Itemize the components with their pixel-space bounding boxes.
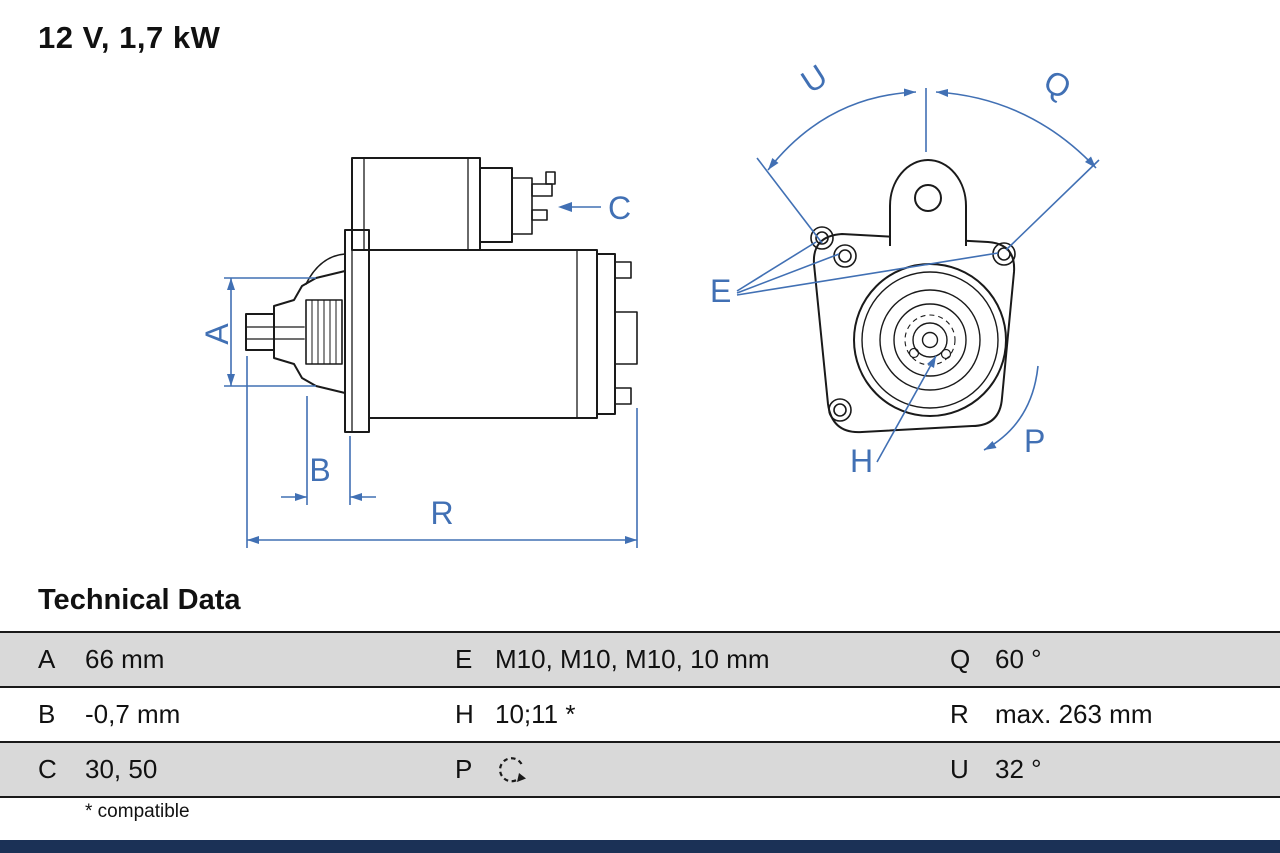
spec-key-b: B	[38, 699, 56, 729]
spec-value-r: max. 263 mm	[995, 699, 1153, 729]
spec-key-c: C	[38, 754, 57, 784]
dim-label-a: A	[199, 323, 235, 345]
technical-drawing: A B C R E H P U Q	[199, 57, 1100, 548]
table-row: B -0,7 mm H 10;11 * R max. 263 mm	[0, 688, 1280, 743]
spec-key-h: H	[455, 699, 474, 729]
dimension-arrowheads	[227, 88, 1096, 544]
dim-label-r: R	[430, 495, 453, 531]
spec-key-r: R	[950, 699, 969, 729]
technical-data-heading: Technical Data	[38, 584, 241, 616]
spec-key-a: A	[38, 644, 56, 674]
spec-key-q: Q	[950, 644, 971, 674]
spec-value-p	[495, 753, 950, 786]
spec-value-q: 60 °	[995, 644, 1042, 674]
dim-label-h: H	[850, 443, 873, 479]
dim-label-e: E	[710, 273, 731, 309]
spec-key-e: E	[455, 644, 473, 674]
rotation-direction-icon	[498, 757, 526, 783]
spec-value-c: 30, 50	[85, 754, 158, 784]
footer-bar	[0, 840, 1280, 853]
spec-value-b: -0,7 mm	[85, 699, 181, 729]
end-view-drawing	[810, 159, 1016, 434]
side-view-drawing	[245, 157, 638, 433]
dim-label-u: U	[795, 57, 834, 100]
dim-label-q: Q	[1038, 63, 1078, 107]
technical-data-table: A 66 mm E M10, M10, M10, 10 mm Q 60 ° B …	[0, 631, 1280, 798]
dim-label-b: B	[309, 452, 330, 488]
spec-value-a: 66 mm	[85, 644, 165, 674]
spec-key-u: U	[950, 754, 969, 784]
spec-value-h: 10;11 *	[495, 699, 576, 729]
dim-label-p: P	[1024, 423, 1045, 459]
table-row: A 66 mm E M10, M10, M10, 10 mm Q 60 °	[0, 633, 1280, 688]
dim-label-c: C	[608, 190, 631, 226]
spec-value-u: 32 °	[995, 754, 1042, 784]
spec-value-e: M10, M10, M10, 10 mm	[495, 644, 770, 674]
compatibility-footnote: * compatible	[85, 801, 190, 822]
page-title: 12 V, 1,7 kW	[38, 20, 221, 55]
spec-key-p: P	[455, 754, 473, 784]
table-row: C 30, 50 P U 32 °	[0, 743, 1280, 798]
